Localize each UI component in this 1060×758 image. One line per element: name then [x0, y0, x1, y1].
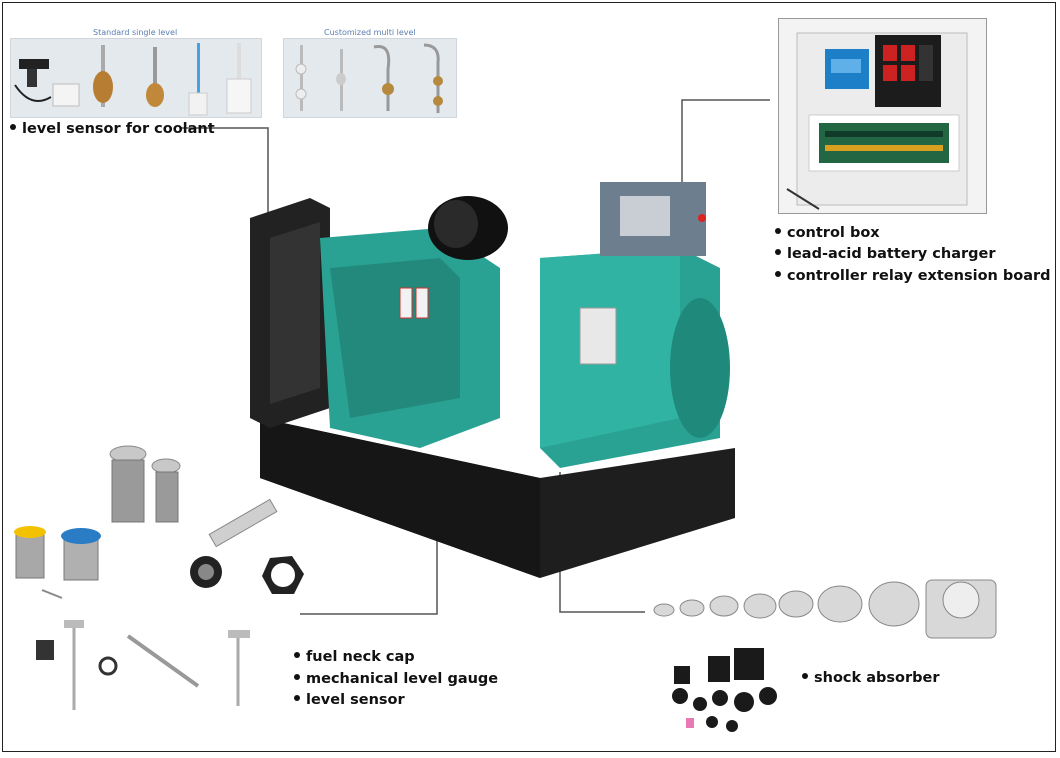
shock-absorber-label: shock absorber: [802, 670, 939, 686]
shock-absorbers-illustration: [653, 579, 997, 732]
coolant-label: level sensor for coolant: [10, 121, 215, 137]
control-box-photo: [778, 18, 987, 214]
fuel-neck-cap-label: fuel neck cap: [294, 649, 415, 665]
coolant-leader-line: [180, 127, 269, 215]
bullet-icon: [775, 249, 781, 255]
bullet-icon: [10, 124, 16, 130]
customized-sensor-strip: Customized multi level: [283, 28, 457, 118]
customized-strip-title: Customized multi level: [324, 28, 416, 37]
mechanical-gauge-label: mechanical level gauge: [294, 671, 498, 687]
bullet-icon: [294, 652, 300, 658]
control-box-leader-line: [681, 99, 770, 182]
bullet-icon: [775, 228, 781, 234]
bullet-icon: [802, 673, 808, 679]
standard-sensor-strip: Standard single level: [10, 28, 262, 118]
control-box-illustration: [786, 32, 968, 210]
relay-board-label: controller relay extension board: [775, 268, 1051, 284]
battery-charger-label: lead-acid battery charger: [775, 246, 996, 262]
generator-set-illustration: [250, 182, 735, 578]
standard-sensors-illustration: [14, 43, 252, 116]
standard-strip-title: Standard single level: [93, 28, 178, 37]
control-box-label: control box: [775, 225, 880, 241]
bullet-icon: [294, 695, 300, 701]
fuel-accessories-illustration: [14, 445, 304, 710]
bullet-icon: [775, 271, 781, 277]
level-sensor-label: level sensor: [294, 692, 405, 708]
bullet-icon: [294, 674, 300, 680]
customized-sensors-illustration: [295, 43, 443, 113]
